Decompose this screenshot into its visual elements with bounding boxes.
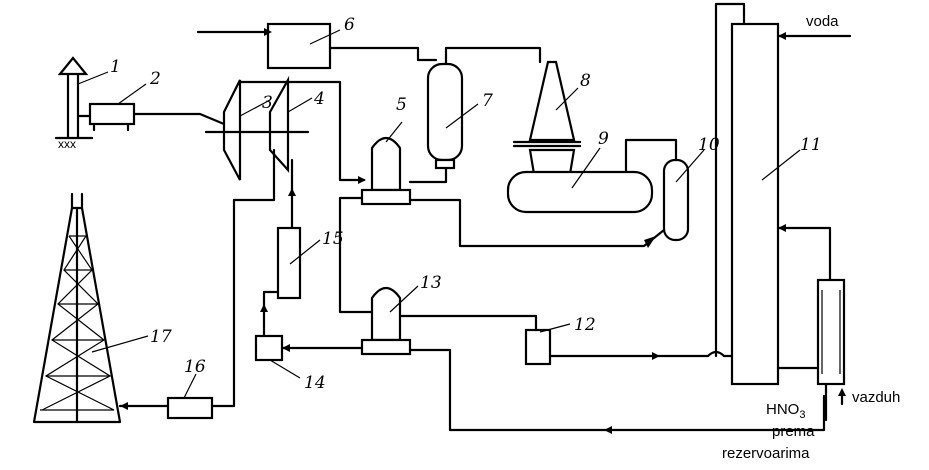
label-9: 9: [598, 129, 609, 149]
unit-12: [524, 323, 571, 366]
label-12: 12: [574, 315, 596, 335]
label-13: 13: [420, 273, 442, 293]
label-16: 16: [184, 357, 206, 377]
unit-16: [166, 373, 214, 420]
label-10: 10: [698, 135, 720, 155]
label-4: 4: [313, 89, 325, 109]
acid-formula: HNO: [766, 401, 799, 418]
label-6: 6: [344, 15, 355, 35]
lattice-tower-17: [32, 192, 149, 424]
air-intake-1: xxx: [54, 56, 109, 151]
acid-label-line3: rezervoarima: [722, 445, 810, 462]
compressor-4: [256, 75, 313, 173]
piping: [118, 2, 852, 434]
svg-text:xxx: xxx: [58, 137, 76, 151]
label-1: 1: [110, 57, 121, 77]
label-5: 5: [396, 95, 407, 115]
vessel-10: [662, 149, 705, 242]
label-14: 14: [304, 373, 326, 393]
unit-15: [276, 226, 321, 300]
label-8: 8: [580, 71, 591, 91]
tower-8: [512, 60, 582, 176]
air-filter-2: [76, 83, 147, 132]
acid-label-line1: HNO3: [766, 401, 805, 421]
converter-13: [360, 285, 419, 356]
label-3: 3: [262, 93, 273, 113]
column-11: [730, 22, 801, 386]
compressor-3: [204, 79, 271, 181]
vessel-7: [426, 62, 479, 170]
water-label: voda: [806, 13, 839, 30]
converter-5: [360, 121, 412, 206]
acid-subscript: 3: [799, 409, 805, 421]
unit-6: [266, 22, 341, 70]
unit-14: [254, 334, 301, 379]
bleacher-column: [816, 278, 846, 386]
label-2: 2: [149, 69, 161, 89]
label-11: 11: [800, 135, 822, 155]
tank-9: [506, 147, 654, 214]
label-7: 7: [482, 91, 493, 111]
air-label: vazduh: [852, 389, 900, 406]
label-17: 17: [150, 327, 172, 347]
acid-label-line2: prema: [772, 423, 815, 440]
label-15: 15: [322, 229, 344, 249]
